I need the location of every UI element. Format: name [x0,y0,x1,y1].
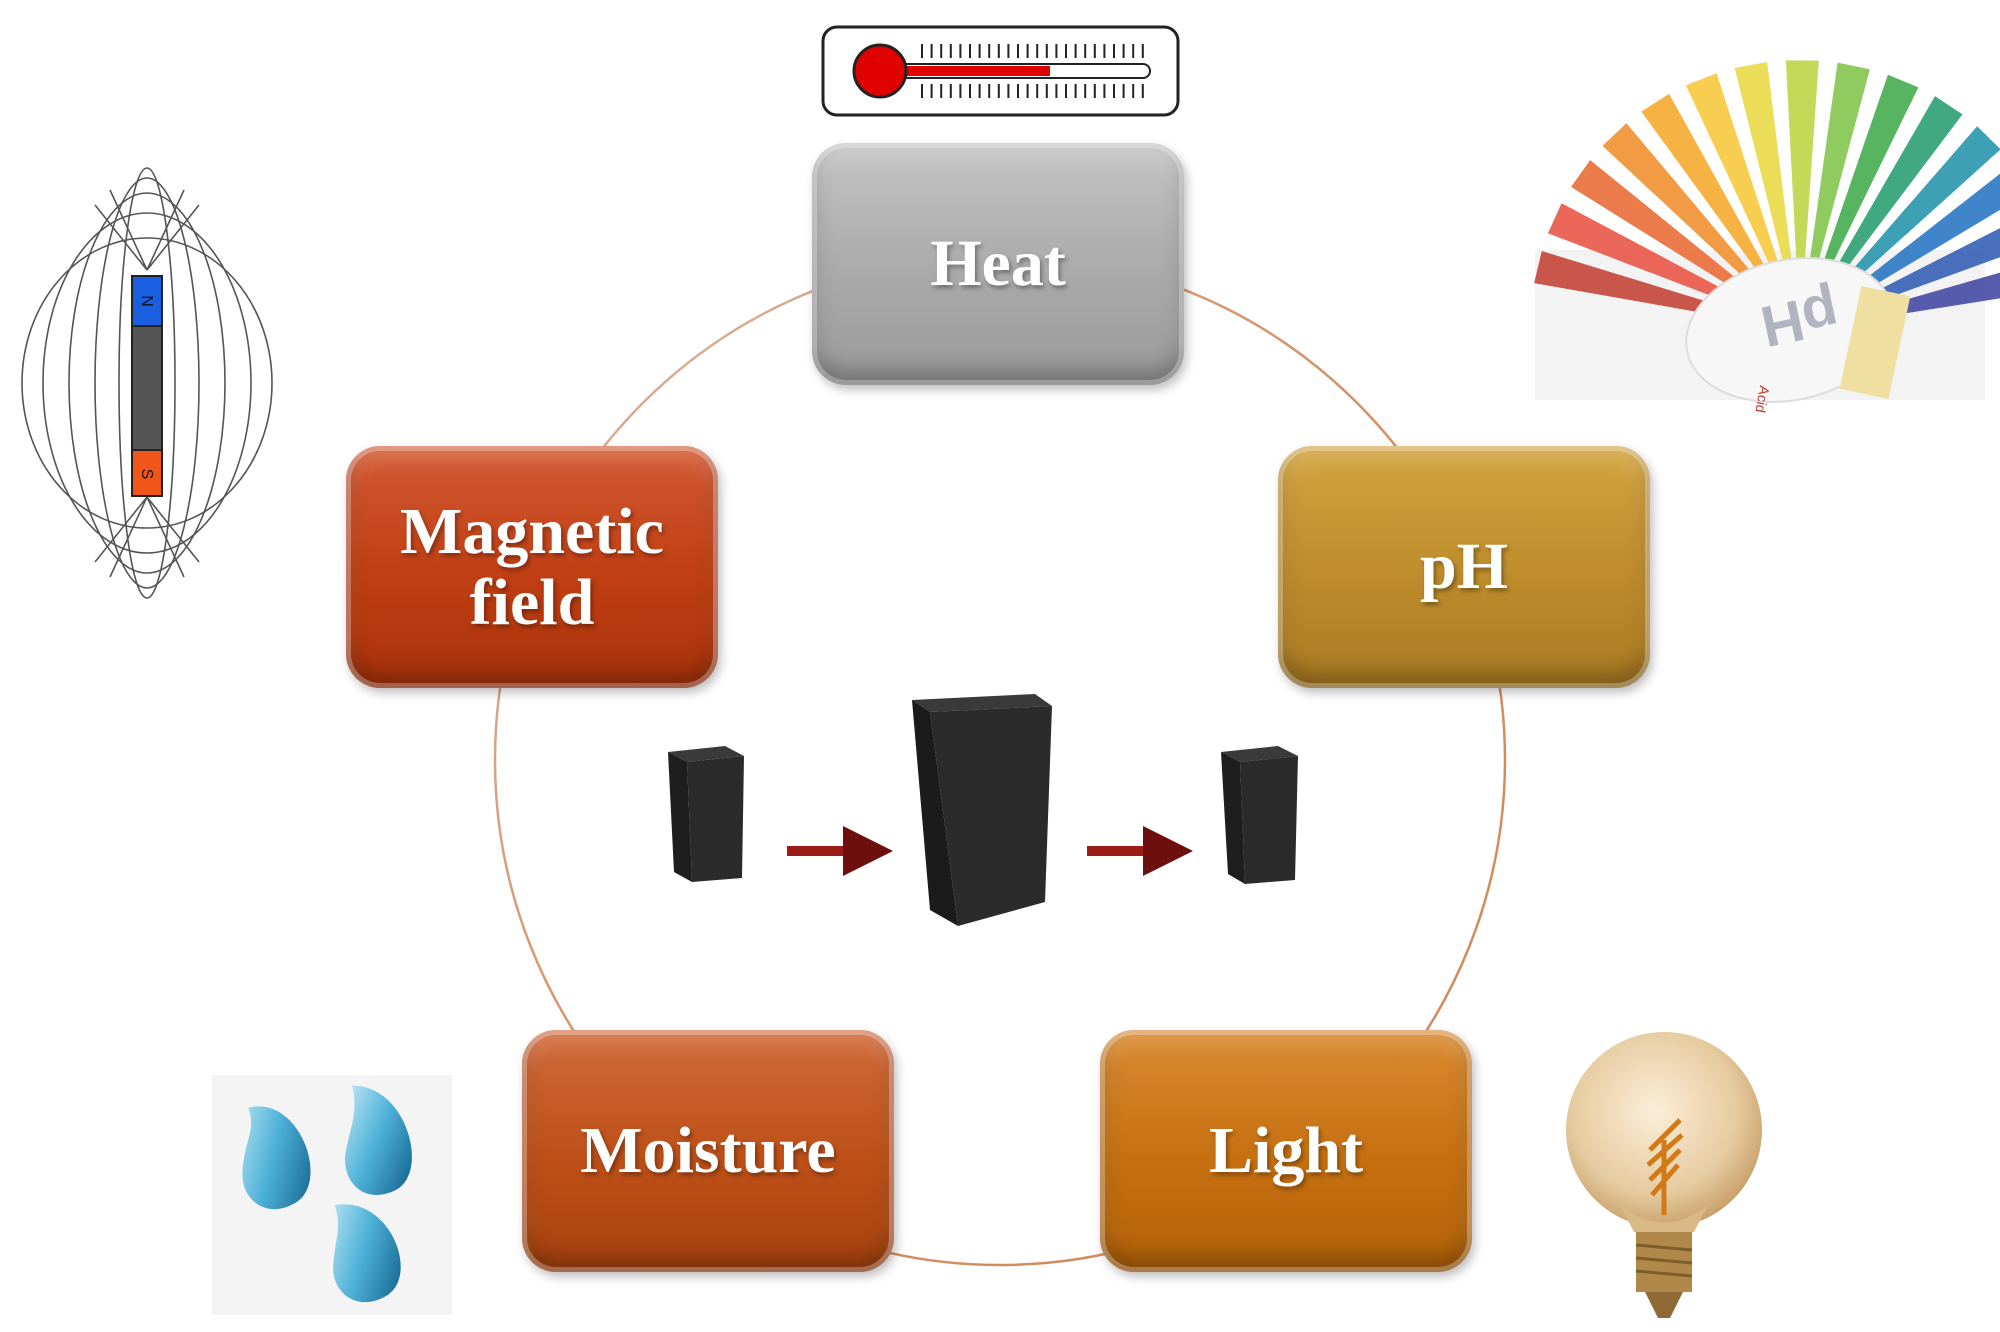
ph-chart-sub: Acid [1752,384,1772,414]
node-ph: pH [1278,446,1650,688]
thermometer-icon [821,25,1180,117]
node-light: Light [1100,1030,1472,1272]
node-magnetic-field-label: Magnetic field [400,494,664,639]
light-bulb-icon [1566,1032,1762,1318]
bar-magnet-body: N S [131,275,163,497]
magnet-south-label: S [138,469,155,480]
small-block-icon [668,746,744,882]
node-moisture: Moisture [522,1030,894,1272]
water-drops-icon [212,1075,452,1315]
node-heat: Heat [812,143,1184,385]
large-block-icon [912,694,1052,926]
ph-indicator-chart-icon: pH Acid [1534,60,2000,414]
node-moisture-label: Moisture [580,1114,836,1188]
node-magnetic-field: Magnetic field [346,446,718,688]
bar-magnet-icon [21,167,273,599]
magnet-north-label: N [138,295,155,307]
small-block-icon [1221,746,1298,884]
node-heat-label: Heat [930,227,1066,301]
node-light-label: Light [1208,1114,1364,1188]
ph-color-band [1785,60,1819,330]
ph-chart-label: pH [1755,280,1844,360]
ph-color-band [1800,272,2000,330]
node-ph-label: pH [1419,530,1509,604]
